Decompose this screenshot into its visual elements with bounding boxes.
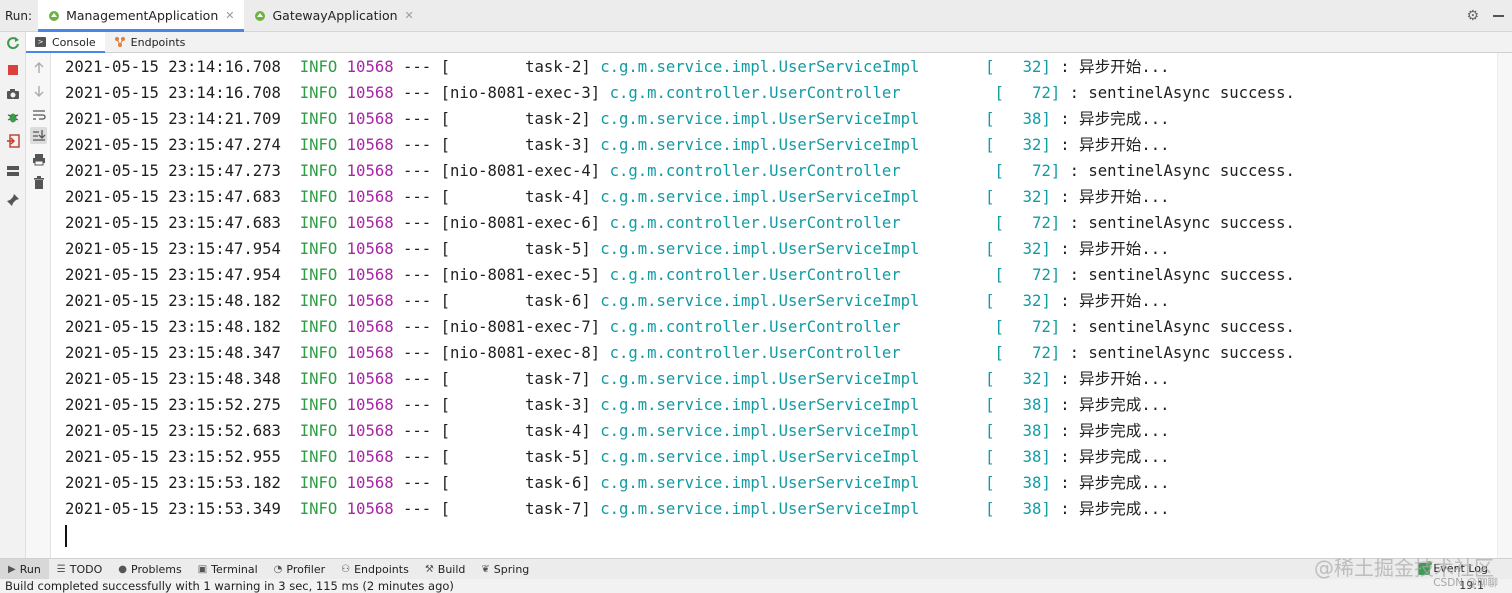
run-tool-window-header: Run: ManagementApplication ✕ GatewayAppl… — [0, 0, 1512, 32]
log-line: 2021-05-15 23:15:48.347 INFO 10568 --- [… — [65, 344, 1295, 362]
log-line: 2021-05-15 23:15:48.182 INFO 10568 --- [… — [65, 292, 1170, 310]
profiler-icon: ◔ — [273, 563, 283, 575]
close-icon[interactable]: ✕ — [404, 9, 414, 22]
log-line: 2021-05-15 23:15:52.955 INFO 10568 --- [… — [65, 448, 1170, 466]
tab-endpoints[interactable]: Endpoints — [105, 32, 195, 53]
scroll-to-end-icon[interactable] — [30, 127, 47, 144]
log-line: 2021-05-15 23:15:47.273 INFO 10568 --- [… — [65, 162, 1295, 180]
up-arrow-icon[interactable] — [30, 59, 47, 76]
log-line: 2021-05-15 23:15:53.182 INFO 10568 --- [… — [65, 474, 1170, 492]
tool-tab-spring[interactable]: ❦Spring — [481, 562, 530, 576]
todo-icon: ☰ — [56, 563, 66, 575]
tool-tab-problems[interactable]: ●Problems — [118, 562, 182, 576]
event-log-icon — [1418, 560, 1433, 575]
tool-tab-profiler[interactable]: ◔Profiler — [273, 562, 326, 576]
spring-boot-app-icon — [255, 10, 266, 21]
camera-icon[interactable] — [5, 86, 21, 102]
terminal-icon: ▣ — [197, 563, 208, 575]
console-icon: > — [35, 37, 46, 47]
run-subtabs: > Console Endpoints — [26, 31, 1512, 53]
close-icon[interactable]: ✕ — [225, 9, 235, 22]
tab-gateway-application[interactable]: GatewayApplication ✕ — [244, 0, 423, 32]
layout-icon[interactable] — [5, 163, 21, 179]
endpoints-icon: ⚇ — [341, 563, 351, 575]
trash-icon[interactable] — [30, 174, 47, 191]
log-line: 2021-05-15 23:15:47.683 INFO 10568 --- [… — [65, 214, 1295, 232]
tool-tab-build[interactable]: ⚒Build — [424, 562, 466, 576]
console-toolbar — [26, 53, 51, 558]
pin-icon[interactable] — [5, 192, 21, 208]
tab-label: GatewayApplication — [272, 8, 398, 23]
caret-position[interactable]: 19:1 — [1459, 579, 1484, 592]
watermark-sub: CSDN @聊聊 — [1433, 577, 1498, 589]
status-message[interactable]: Build completed successfully with 1 warn… — [5, 579, 454, 593]
log-line: 2021-05-15 23:15:47.954 INFO 10568 --- [… — [65, 240, 1170, 258]
tab-management-application[interactable]: ManagementApplication ✕ — [38, 0, 245, 32]
header-actions: ⚙ — [1466, 0, 1504, 32]
spring-boot-app-icon — [49, 10, 60, 21]
run-icon: ▶ — [8, 563, 16, 575]
tab-console[interactable]: > Console — [26, 31, 105, 53]
stop-icon[interactable] — [5, 62, 21, 78]
down-arrow-icon[interactable] — [30, 82, 47, 99]
text-caret — [65, 525, 67, 547]
soft-wrap-icon[interactable] — [30, 106, 47, 123]
log-line: 2021-05-15 23:15:53.349 INFO 10568 --- [… — [65, 500, 1170, 518]
log-line: 2021-05-15 23:15:47.954 INFO 10568 --- [… — [65, 266, 1295, 284]
status-bar: Build completed successfully with 1 warn… — [0, 579, 1512, 593]
tab-label: Endpoints — [130, 35, 186, 49]
console-output[interactable]: 2021-05-15 23:14:16.708 INFO 10568 --- [… — [52, 53, 1497, 558]
log-line: 2021-05-15 23:14:16.708 INFO 10568 --- [… — [65, 58, 1170, 76]
run-label: Run: — [5, 8, 33, 23]
gear-icon[interactable]: ⚙ — [1466, 8, 1479, 24]
run-actions-toolbar — [0, 32, 26, 558]
tool-tab-terminal[interactable]: ▣Terminal — [197, 562, 258, 576]
print-icon[interactable] — [30, 151, 47, 168]
watermark: @稀土掘金技术社区 — [1314, 556, 1494, 580]
vertical-scrollbar[interactable] — [1497, 53, 1512, 558]
log-line: 2021-05-15 23:15:52.683 INFO 10568 --- [… — [65, 422, 1170, 440]
problems-icon: ● — [118, 563, 128, 575]
log-line: 2021-05-15 23:15:48.182 INFO 10568 --- [… — [65, 318, 1295, 336]
tool-window-bar: ▶Run ☰TODO ●Problems ▣Terminal ◔Profiler… — [0, 558, 1512, 579]
build-icon: ⚒ — [424, 563, 434, 575]
minimize-icon[interactable] — [1493, 15, 1504, 17]
log-line: 2021-05-15 23:14:16.708 INFO 10568 --- [… — [65, 84, 1295, 102]
tool-tab-todo[interactable]: ☰TODO — [56, 562, 103, 576]
rerun-icon[interactable] — [5, 35, 21, 51]
log-line: 2021-05-15 23:14:21.709 INFO 10568 --- [… — [65, 110, 1170, 128]
tab-label: ManagementApplication — [66, 8, 219, 23]
log-line: 2021-05-15 23:15:47.274 INFO 10568 --- [… — [65, 136, 1170, 154]
log-line: 2021-05-15 23:15:47.683 INFO 10568 --- [… — [65, 188, 1170, 206]
spring-icon: ❦ — [481, 563, 490, 575]
tool-tab-run[interactable]: ▶Run — [0, 559, 49, 579]
tab-label: Console — [52, 35, 96, 49]
tool-tab-endpoints[interactable]: ⚇Endpoints — [341, 562, 409, 576]
log-line: 2021-05-15 23:15:52.275 INFO 10568 --- [… — [65, 396, 1170, 414]
endpoints-icon — [114, 37, 125, 47]
debug-icon[interactable] — [5, 109, 21, 125]
log-line: 2021-05-15 23:15:48.348 INFO 10568 --- [… — [65, 370, 1170, 388]
exit-icon[interactable] — [5, 133, 21, 149]
event-log-button[interactable]: Event Log — [1418, 560, 1488, 575]
